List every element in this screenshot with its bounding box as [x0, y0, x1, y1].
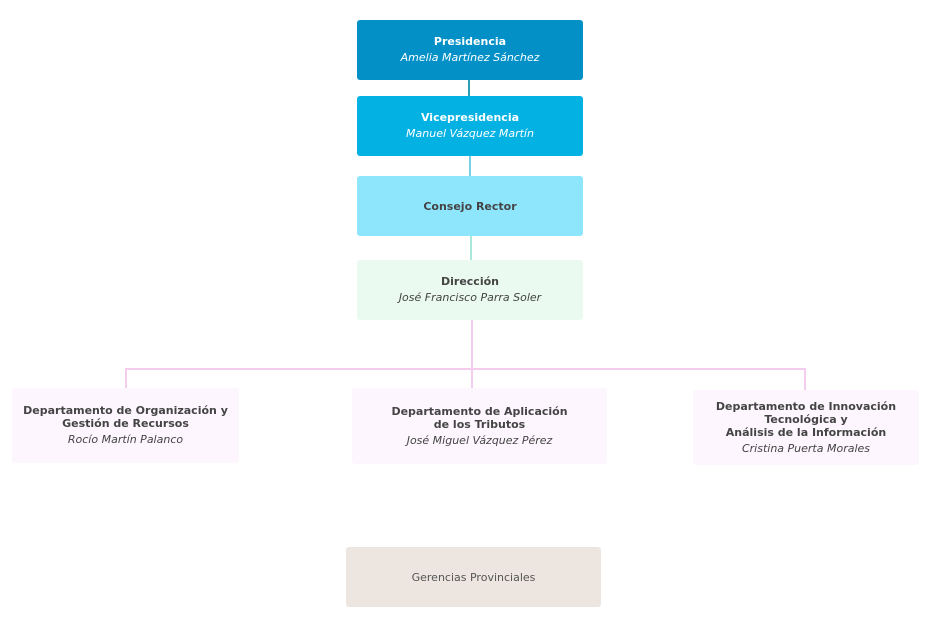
node-person: Cristina Puerta Morales [741, 441, 871, 455]
node-title: Departamento de Organización y Gestión d… [23, 404, 228, 430]
node-person: Manuel Vázquez Martín [406, 127, 534, 140]
node-title: Departamento de Aplicación de los Tribut… [391, 404, 568, 431]
connector-presidencia-vicepresidencia [468, 80, 470, 96]
node-consejo-rector: Consejo Rector [357, 176, 583, 236]
node-title: Departamento de Innovación Tecnológica y… [715, 399, 897, 439]
node-departamento-aplicacion: Departamento de Aplicación de los Tribut… [352, 388, 607, 464]
connector-bus-departamento-1 [125, 368, 127, 389]
node-title: Presidencia [433, 35, 507, 48]
node-person: José Francisco Parra Soler [398, 291, 542, 304]
connector-vicepresidencia-consejo [469, 156, 471, 176]
node-person: Rocío Martín Palanco [67, 433, 184, 446]
node-person: Amelia Martínez Sánchez [400, 51, 540, 64]
node-presidencia: Presidencia Amelia Martínez Sánchez [357, 20, 583, 80]
node-departamento-innovacion: Departamento de Innovación Tecnológica y… [693, 390, 919, 465]
node-title: Consejo Rector [423, 199, 517, 213]
node-title: Vicepresidencia [420, 111, 520, 124]
node-vicepresidencia: Vicepresidencia Manuel Vázquez Martín [357, 96, 583, 156]
connector-bus-departamento-3 [804, 368, 806, 391]
node-gerencias-provinciales: Gerencias Provinciales [346, 547, 601, 607]
connector-consejo-direccion [470, 236, 472, 260]
node-title: Gerencias Provinciales [411, 570, 536, 584]
node-departamento-organizacion: Departamento de Organización y Gestión d… [12, 388, 239, 463]
node-person: José Miguel Vázquez Pérez [406, 433, 553, 447]
node-direccion: Dirección José Francisco Parra Soler [357, 260, 583, 320]
connector-departamentos-bus [125, 368, 806, 370]
connector-direccion-departamentos [471, 320, 473, 389]
node-title: Dirección [441, 275, 499, 288]
